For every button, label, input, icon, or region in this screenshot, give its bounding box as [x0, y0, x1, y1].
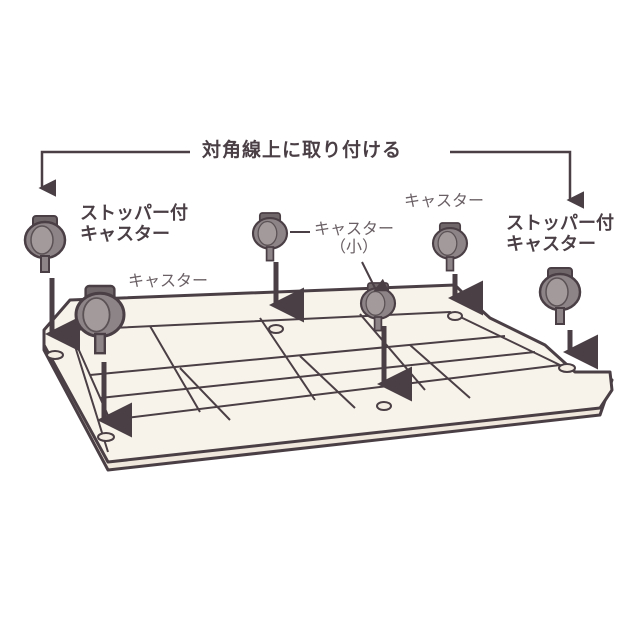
- caster-wheel-icon: [23, 214, 67, 274]
- label-line: ストッパー付: [80, 203, 188, 224]
- caster-wheel-icon: [251, 211, 289, 262]
- arrows: [45, 262, 598, 438]
- top-bracket: [38, 150, 584, 209]
- stopper-caster-left-label: ストッパー付 キャスター: [80, 203, 188, 245]
- tray: [42, 283, 614, 472]
- label-line: ストッパー付: [506, 213, 614, 234]
- label-line: （小）: [330, 237, 379, 257]
- caster-left-label: キャスター: [128, 271, 209, 290]
- caster-small-label: キャスター （小）: [314, 219, 395, 257]
- label-line: キャスター: [80, 223, 170, 245]
- caster-wheel-icon: [431, 221, 469, 272]
- leader-lines: [290, 231, 390, 292]
- caster-wheel-icon: [538, 266, 582, 326]
- label-line: キャスター: [314, 219, 395, 238]
- top-instruction: 対角線上に取り付ける: [196, 139, 409, 162]
- caster-right-label: キャスター: [404, 191, 485, 210]
- stopper-caster-right-label: ストッパー付 キャスター: [506, 213, 614, 255]
- label-line: キャスター: [506, 233, 596, 255]
